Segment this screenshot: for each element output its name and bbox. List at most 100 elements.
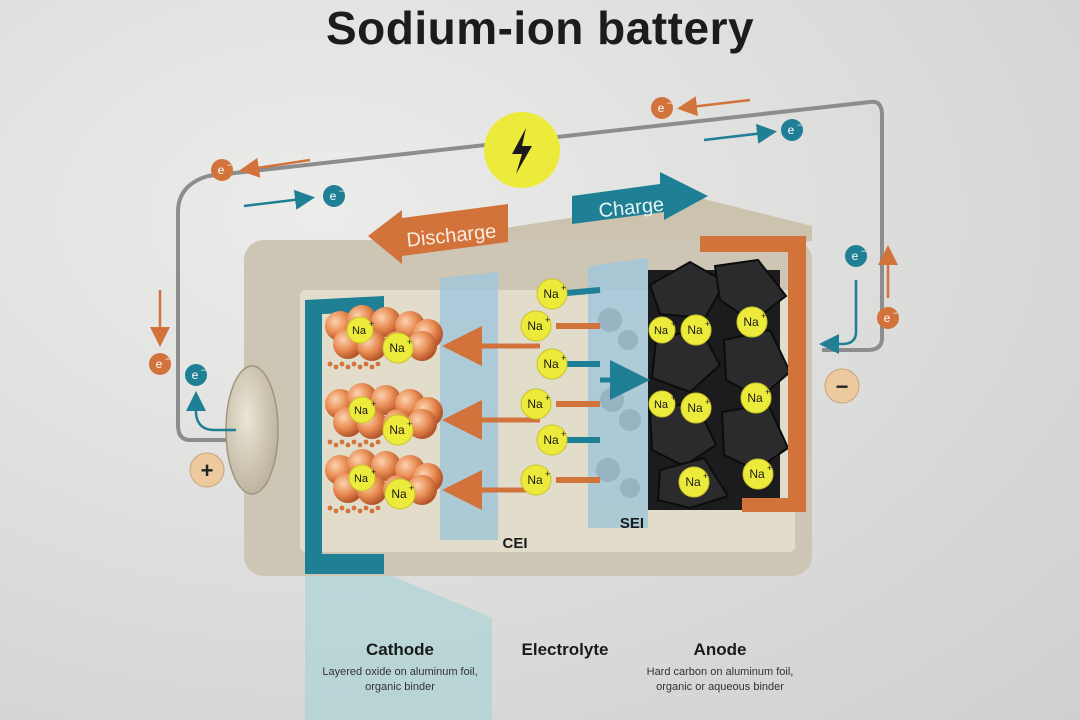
sodium-ion-label: Na	[747, 391, 763, 405]
anode-collector	[700, 236, 806, 512]
electron-label: e	[156, 357, 163, 371]
electron-label: e	[852, 249, 859, 263]
oxide-particle	[407, 409, 437, 439]
sodium-ion: Na+	[680, 392, 712, 424]
oxide-dot	[357, 364, 363, 370]
sodium-ion-label: Na	[543, 357, 559, 371]
sodium-ion-label: Na	[743, 315, 759, 329]
sodium-ion-charge: +	[671, 393, 676, 403]
sodium-ion-charge: +	[767, 463, 772, 473]
lightning-icon	[512, 128, 532, 174]
electron-label: e	[330, 189, 337, 203]
cathode-desc-line2: organic binder	[365, 681, 435, 693]
sodium-ion: Na+	[520, 464, 552, 496]
oxide-dot	[369, 508, 375, 514]
cathode-highlight	[305, 575, 492, 720]
electron: e−	[781, 119, 803, 141]
oxide-dot	[357, 508, 363, 514]
oxide-dot	[333, 508, 339, 514]
oxide-dot	[351, 439, 357, 445]
electron-label: e	[218, 163, 225, 177]
electron: e−	[211, 159, 233, 181]
electron-label: e	[658, 101, 665, 115]
electrons: e−e−e−e−e−e−e−e−	[149, 97, 899, 386]
sodium-ion-label: Na	[391, 487, 407, 501]
anode-desc-line2: organic or aqueous binder	[656, 681, 784, 693]
anode-description: Hard carbon on aluminum foil, organic or…	[620, 665, 820, 695]
sodium-ion-charge: +	[545, 393, 550, 403]
electron-charge: −	[893, 308, 898, 318]
electron: e−	[877, 307, 899, 329]
electron-charge: −	[861, 246, 866, 256]
sodium-ion-charge: +	[545, 315, 550, 325]
electron-charge: −	[797, 120, 802, 130]
oxide-dot	[339, 439, 345, 445]
electron-label: e	[788, 123, 795, 137]
oxide-dot	[351, 361, 357, 367]
electron: e−	[185, 364, 207, 386]
sodium-ion: Na+	[742, 458, 774, 490]
sodium-ion: Na+	[740, 382, 772, 414]
sodium-ion-label: Na	[527, 397, 543, 411]
sodium-ion: Na+	[382, 332, 414, 364]
sodium-ion-label: Na	[354, 473, 369, 485]
sodium-ion-label: Na	[687, 323, 703, 337]
cathode-particles	[325, 305, 443, 505]
oxide-dot	[357, 442, 363, 448]
oxide-dot	[333, 364, 339, 370]
oxide-dot	[375, 361, 381, 367]
sodium-ion-charge: +	[561, 353, 566, 363]
electron: e−	[651, 97, 673, 119]
sodium-ion: Na+	[382, 414, 414, 446]
page-title: Sodium-ion battery	[325, 2, 755, 54]
oxide-dot	[327, 361, 333, 367]
electron-charge: −	[339, 186, 344, 196]
sodium-ion: Na+	[536, 348, 568, 380]
sodium-ion-label: Na	[654, 399, 669, 411]
sodium-ion-charge: +	[407, 419, 412, 429]
sodium-ion-charge: +	[545, 469, 550, 479]
sodium-ion: Na+	[536, 278, 568, 310]
oxide-dot	[327, 505, 333, 511]
electron-flow-arrows	[150, 96, 898, 432]
cei-layer	[440, 272, 498, 540]
sodium-ion-label: Na	[527, 473, 543, 487]
sodium-ion-label: Na	[687, 401, 703, 415]
sodium-ion-charge: +	[705, 397, 710, 407]
electron-label: e	[884, 311, 891, 325]
oxide-particle	[407, 331, 437, 361]
electron: e−	[323, 185, 345, 207]
sodium-ion: Na+	[648, 390, 676, 418]
positive-sign: +	[201, 458, 214, 483]
electron-charge: −	[201, 365, 206, 375]
electrolyte-title: Electrolyte	[521, 640, 609, 659]
sodium-ion: Na+	[678, 466, 710, 498]
sodium-ion-label: Na	[354, 405, 369, 417]
oxide-dot	[363, 361, 369, 367]
oxide-dot	[375, 505, 381, 511]
cei-label: CEI	[502, 535, 527, 552]
oxide-dot	[363, 505, 369, 511]
sodium-ion-label: Na	[543, 433, 559, 447]
sodium-ion-label: Na	[685, 475, 701, 489]
oxide-particle	[371, 451, 401, 481]
sodium-ion-charge: +	[765, 387, 770, 397]
sodium-ion-charge: +	[371, 399, 376, 409]
sodium-ion: Na+	[520, 310, 552, 342]
sodium-ion-charge: +	[705, 319, 710, 329]
sodium-ions: Na+Na+Na+Na+Na+Na+Na+Na+Na+Na+Na+Na+Na+N…	[346, 278, 774, 510]
oxide-dot	[327, 439, 333, 445]
electron: e−	[149, 353, 171, 375]
sodium-ion: Na+	[536, 424, 568, 456]
sodium-ion-charge: +	[761, 311, 766, 321]
sodium-ion-charge: +	[671, 319, 676, 329]
sodium-ion: Na+	[520, 388, 552, 420]
anode-title: Anode	[693, 640, 747, 659]
oxide-dot	[369, 364, 375, 370]
cathode-description: Layered oxide on aluminum foil, organic …	[300, 665, 500, 695]
sodium-ion-label: Na	[352, 325, 367, 337]
sodium-ion-label: Na	[389, 423, 405, 437]
sodium-ion-label: Na	[527, 319, 543, 333]
sodium-ion-label: Na	[543, 287, 559, 301]
